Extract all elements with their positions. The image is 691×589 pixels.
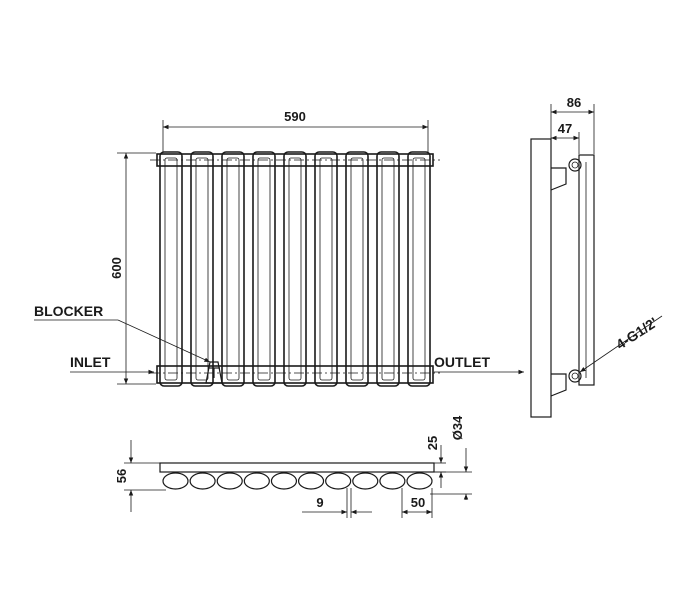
width-dim-label: 590	[284, 109, 306, 124]
front-tube	[345, 151, 369, 387]
bottom-tube	[352, 472, 379, 490]
connection-label: 4-G1/2'	[613, 314, 660, 353]
front-tube	[283, 151, 307, 387]
front-tube	[252, 151, 276, 387]
bottom-tube	[189, 472, 216, 490]
bottom-tube	[325, 472, 352, 490]
connection-leader	[579, 315, 663, 373]
top-bracket	[550, 167, 567, 191]
bottom-tube	[270, 472, 298, 490]
front-tube-inner	[257, 157, 271, 381]
side-radiator-profile	[578, 154, 595, 386]
front-tube-inner	[164, 157, 178, 381]
bottom-bracket	[550, 373, 567, 397]
bottom-tube	[216, 472, 243, 490]
offset-label: 47	[558, 121, 572, 136]
front-tube-inner	[226, 157, 240, 381]
front-tube	[159, 151, 183, 387]
outlet-label: OUTLET	[434, 354, 490, 370]
bottom-tube	[297, 472, 325, 490]
blocker-valve	[205, 361, 223, 384]
side-view: 86 47 4-G1/2'	[530, 95, 663, 418]
front-tube-inner	[350, 157, 364, 381]
total-depth-label: 86	[567, 95, 581, 110]
front-view: 590 600 BLOCKER INLET OUTLET	[34, 109, 524, 387]
front-bottom-header	[156, 365, 434, 384]
height-dimension: 600	[109, 152, 156, 385]
bottom-tube	[379, 472, 406, 490]
offset-dimension: 47	[551, 121, 580, 154]
total-depth-dimension: 86	[550, 95, 595, 154]
bottom-tube-group	[162, 472, 433, 490]
overall-depth-label: 56	[114, 469, 129, 483]
bottom-tube	[406, 472, 433, 490]
front-tube	[376, 151, 400, 387]
tube-depth-dimension: 25	[425, 436, 446, 488]
front-tube-inner	[319, 157, 333, 381]
top-connection-fitting	[568, 158, 582, 172]
overall-depth-dimension: 56	[114, 440, 166, 512]
height-dim-label: 600	[109, 257, 124, 279]
front-tube-inner	[412, 157, 426, 381]
bottom-tube	[243, 472, 270, 490]
diameter-dimension: Ø34	[430, 415, 472, 500]
gap-label: 9	[316, 495, 323, 510]
tube-depth-label: 25	[425, 436, 440, 450]
front-tube	[314, 151, 338, 387]
bottom-tube	[162, 472, 189, 490]
front-tube-inner	[381, 157, 395, 381]
inlet-label: INLET	[70, 354, 111, 370]
width-dimension: 590	[162, 109, 429, 152]
bottom-view: 56 25 Ø34 9	[114, 415, 472, 518]
front-tube	[221, 151, 245, 387]
pitch-label: 50	[411, 495, 425, 510]
front-tube-inner	[288, 157, 302, 381]
front-tube-inner	[195, 157, 209, 381]
bottom-connection-fitting	[568, 369, 582, 383]
blocker-label: BLOCKER	[34, 303, 103, 319]
front-tube-group	[159, 151, 431, 387]
gap-dimension: 9	[302, 488, 372, 518]
front-tube	[190, 151, 214, 387]
pitch-dimension: 50	[401, 488, 433, 518]
brick-wall	[530, 138, 552, 418]
bottom-header-bar	[159, 462, 435, 473]
diameter-label: Ø34	[450, 415, 465, 440]
front-tube	[407, 151, 431, 387]
